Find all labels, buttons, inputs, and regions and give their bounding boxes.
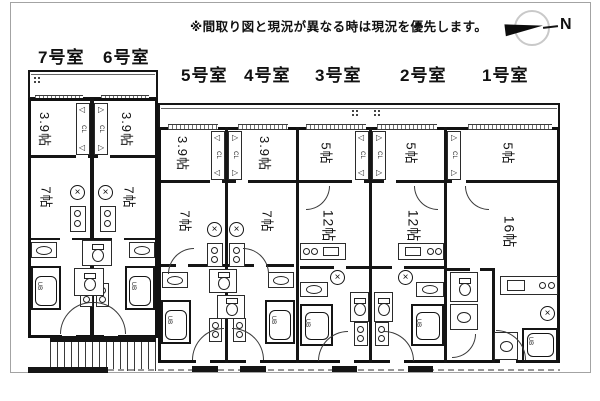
washing-machine-icon: × xyxy=(229,222,244,237)
unit-label-4: 4号室 xyxy=(244,66,291,85)
unit-4-lower-size: 7帖 xyxy=(259,210,275,233)
kitchen-counter xyxy=(398,243,444,260)
unit-5-lower-size: 7帖 xyxy=(177,210,193,233)
stove-icon xyxy=(100,206,116,232)
washing-machine-icon: × xyxy=(540,306,555,321)
unit-4-upper-size: 3.9帖 xyxy=(257,135,273,172)
closet: ▷▷ xyxy=(372,131,386,180)
washbasin-icon xyxy=(416,282,444,297)
unit-7-upper-size: 3.9帖 xyxy=(37,111,53,148)
unit-6-upper-size: 3.9帖 xyxy=(119,111,135,148)
closet: ▷▷ xyxy=(94,103,108,155)
unit-1-upper-size: 5帖 xyxy=(500,142,516,165)
unit-label-1: 1号室 xyxy=(482,66,529,85)
unit-bath-label: UB xyxy=(270,315,277,325)
unit-bath-label: UB xyxy=(166,315,173,325)
unit-7-lower-size: 7帖 xyxy=(38,186,54,209)
bathtub-icon xyxy=(305,312,329,340)
stairs xyxy=(50,342,156,371)
compass: N xyxy=(500,6,584,54)
closet: ▷▷ xyxy=(228,131,242,180)
toilet-icon xyxy=(353,298,366,316)
stove-icon xyxy=(207,243,223,267)
toilet-icon xyxy=(217,272,230,290)
washing-machine-icon: × xyxy=(398,270,413,285)
washing-machine-icon: × xyxy=(70,185,85,200)
unit-label-6: 6号室 xyxy=(103,48,150,67)
unit-bath-label: UB xyxy=(415,318,422,328)
unit-label-3: 3号室 xyxy=(315,66,362,85)
sink-icon xyxy=(405,247,421,256)
washing-machine-icon: × xyxy=(330,270,345,285)
stove-icon xyxy=(229,243,245,267)
bathtub-icon xyxy=(527,333,554,357)
unit-5-upper-size: 3.9帖 xyxy=(175,135,191,172)
toilet-icon xyxy=(91,244,104,262)
unit-label-2: 2号室 xyxy=(400,66,447,85)
stairs-edge xyxy=(50,336,156,342)
closet-label: CL xyxy=(231,151,238,159)
plan-frame xyxy=(10,2,591,373)
closet: ◁◁ xyxy=(76,103,90,155)
toilet-room xyxy=(74,268,104,296)
washbasin-icon xyxy=(268,272,294,288)
bathtub-icon xyxy=(416,312,440,340)
stove-icon xyxy=(70,206,86,232)
closet-label: CL xyxy=(358,151,365,159)
unit-label-5: 5号室 xyxy=(181,66,228,85)
kitchen-counter xyxy=(300,243,346,260)
closet: ◁◁ xyxy=(355,131,369,180)
unit-2-upper-size: 5帖 xyxy=(403,142,419,165)
kitchen-counter xyxy=(375,322,389,346)
sink-icon xyxy=(323,247,339,256)
closet-label: CL xyxy=(97,125,104,133)
toilet-icon xyxy=(377,298,390,316)
unit-1-lower-size: 16帖 xyxy=(501,215,518,249)
unit-bath-label: UB xyxy=(304,318,311,328)
closet-label: CL xyxy=(79,125,86,133)
washbasin-icon xyxy=(129,242,155,258)
toilet-icon xyxy=(83,273,96,291)
note-text: ※間取り図と現況が異なる時は現況を優先します。 xyxy=(190,20,488,34)
unit-3-upper-size: 5帖 xyxy=(318,142,334,165)
washbasin-icon xyxy=(450,304,478,330)
washing-machine-icon: × xyxy=(207,222,222,237)
unit-bath-label: UB xyxy=(130,281,137,291)
bathtub-icon xyxy=(35,276,57,306)
closet: ◁◁ xyxy=(211,131,225,180)
kitchen-counter xyxy=(354,322,368,346)
bathtub-icon xyxy=(269,310,291,340)
unit-bath-label: UB xyxy=(527,336,534,346)
toilet-icon xyxy=(225,298,238,316)
closet-label: CL xyxy=(450,151,457,159)
unit-3-lower-size: 12帖 xyxy=(320,209,337,243)
unit-bath-label: UB xyxy=(36,281,43,291)
kitchen-counter xyxy=(500,276,558,295)
bathtub-icon xyxy=(165,310,187,340)
washbasin-icon xyxy=(162,272,188,288)
washing-machine-icon: × xyxy=(98,185,113,200)
bathtub-icon xyxy=(129,276,151,306)
unit-6-lower-size: 7帖 xyxy=(121,186,137,209)
unit-label-7: 7号室 xyxy=(38,48,85,67)
washbasin-icon xyxy=(300,282,328,297)
north-label: N xyxy=(560,16,572,33)
closet-label: CL xyxy=(214,151,221,159)
closet: ▷▷ xyxy=(447,131,461,180)
unit-2-lower-size: 12帖 xyxy=(405,209,422,243)
toilet-icon xyxy=(458,278,471,296)
closet-label: CL xyxy=(375,151,382,159)
washbasin-icon xyxy=(31,242,57,258)
corridor-wall xyxy=(28,367,108,373)
sink-icon xyxy=(507,280,525,291)
